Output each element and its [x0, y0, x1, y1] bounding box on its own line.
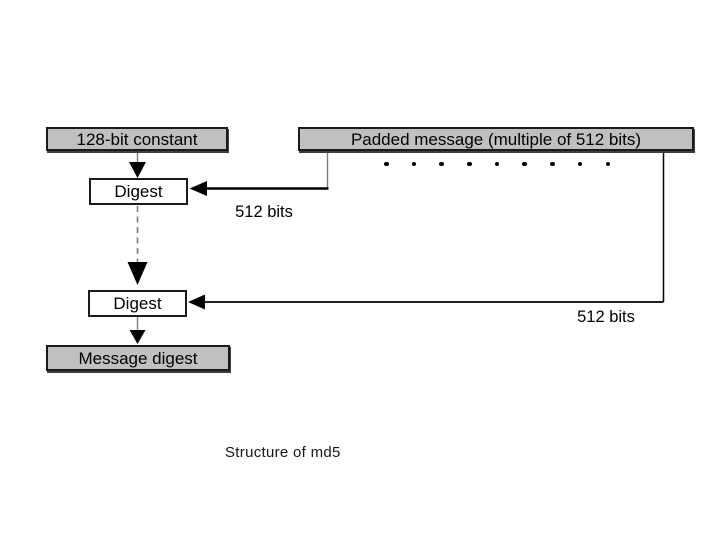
- ellipsis-dot: [605, 161, 610, 167]
- box-message-digest: Message digest: [46, 345, 230, 371]
- arrowhead-down-digest2: [127, 262, 148, 285]
- arrowhead-down-output: [129, 330, 146, 344]
- box-digest-1: Digest: [89, 178, 188, 205]
- ellipsis-dot: [439, 161, 444, 167]
- ellipsis-dot: [411, 161, 417, 167]
- arrowhead-down-digest1: [129, 162, 146, 178]
- box-digest-2: Digest: [88, 290, 187, 317]
- ellipsis-dot: [384, 161, 389, 167]
- box-padded-message: Padded message (multiple of 512 bits): [298, 127, 694, 151]
- arrowhead-left-digest2: [188, 294, 205, 310]
- ellipsis-dots: [384, 160, 610, 168]
- label-512-bits-first: 512 bits: [235, 203, 293, 221]
- ellipsis-dot: [577, 161, 583, 167]
- label-512-bits-second: 512 bits: [577, 308, 635, 326]
- arrowhead-left-digest1: [189, 181, 207, 196]
- diagram-caption: Structure of md5: [225, 444, 341, 461]
- ellipsis-dot: [494, 161, 500, 167]
- ellipsis-dot: [550, 161, 555, 167]
- ellipsis-dot: [467, 161, 472, 167]
- ellipsis-dot: [522, 161, 527, 167]
- box-128-bit-constant: 128-bit constant: [46, 127, 228, 151]
